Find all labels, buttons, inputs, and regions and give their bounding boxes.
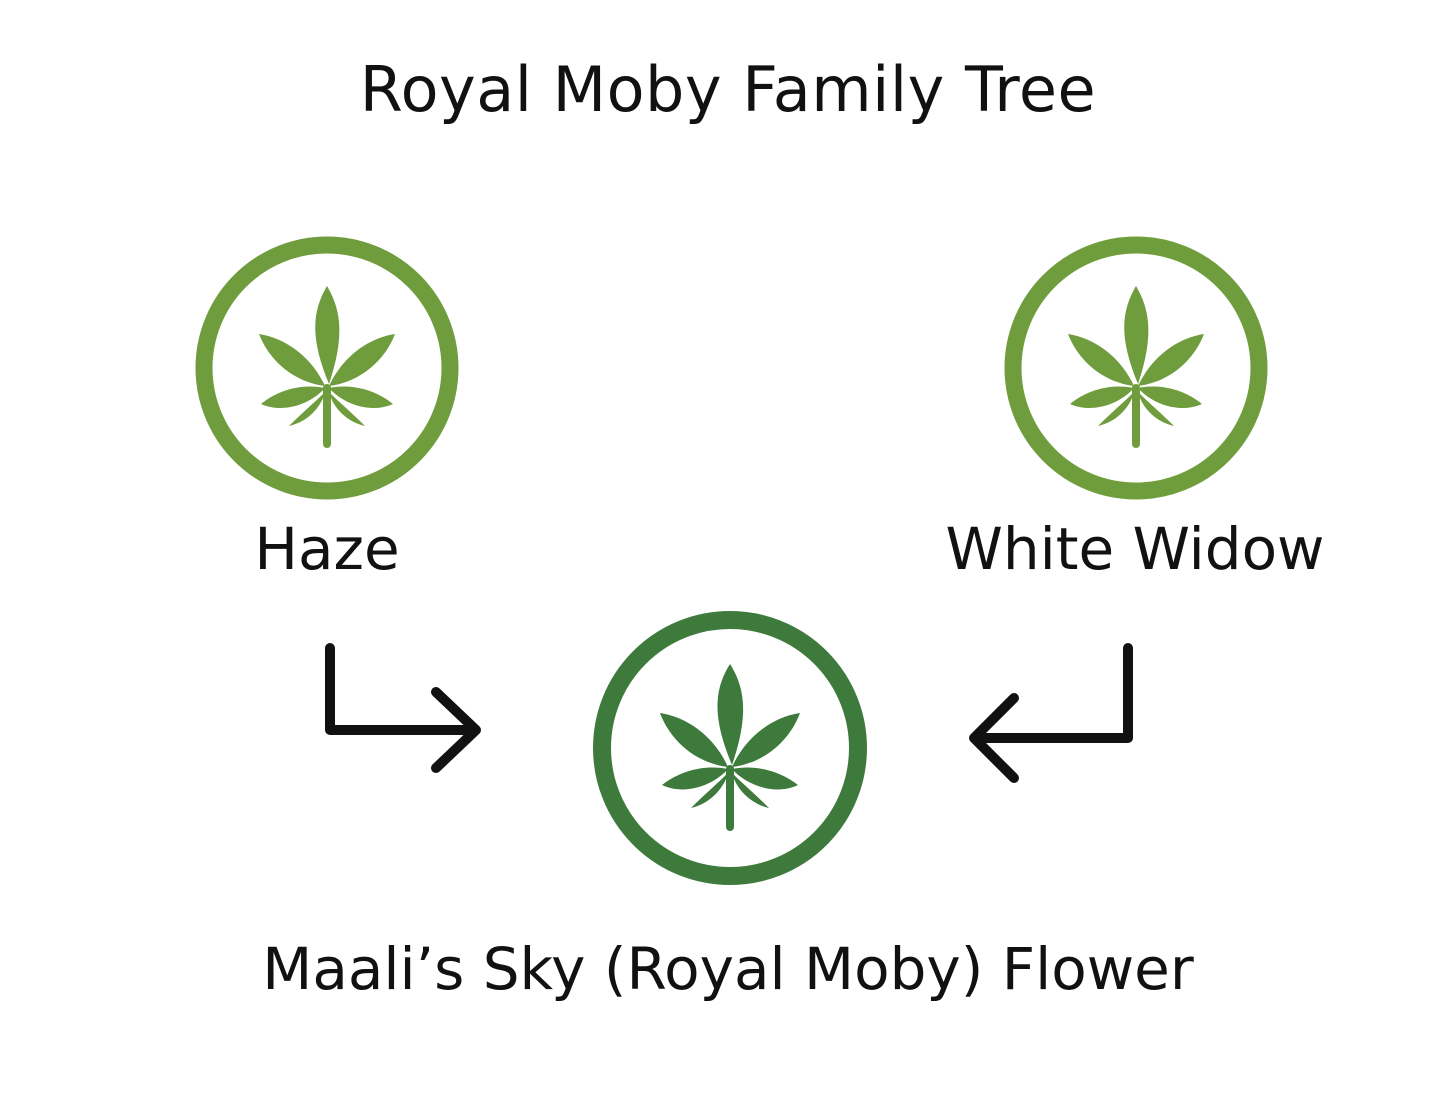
arrow-white-widow-to-child — [969, 643, 1133, 783]
haze-strain-icon — [195, 236, 459, 500]
parent-label-white-widow: White Widow — [945, 515, 1325, 583]
white-widow-strain-icon — [1004, 236, 1268, 500]
cannabis-leaf-icon — [660, 664, 800, 831]
arrow-haze-to-child — [325, 643, 481, 773]
cannabis-leaf-icon — [1068, 286, 1204, 448]
diagram-title: Royal Moby Family Tree — [359, 53, 1097, 126]
child-label-maalis-sky: Maali’s Sky (Royal Moby) Flower — [262, 935, 1194, 1003]
parent-label-haze: Haze — [254, 515, 400, 583]
maalis-sky-strain-icon — [593, 611, 867, 885]
cannabis-leaf-icon — [259, 286, 395, 448]
